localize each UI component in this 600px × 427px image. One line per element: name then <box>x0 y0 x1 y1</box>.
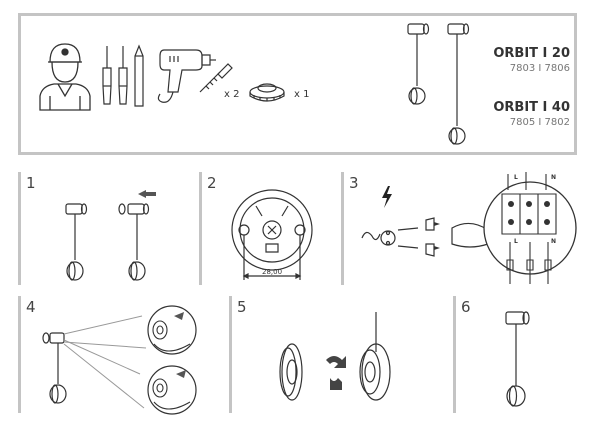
arrow-left-icon <box>138 190 156 198</box>
step-3-illustration <box>360 200 500 270</box>
step-number: 1 <box>26 174 36 192</box>
ceiling-rose-icon <box>248 80 286 104</box>
step-number: 2 <box>207 174 217 192</box>
orbit-20-lamp-icon <box>404 22 440 104</box>
terminal-label: N <box>551 238 557 245</box>
rotate-arrow-icon <box>326 356 346 390</box>
terminal-block-detail <box>482 168 578 296</box>
step-divider <box>229 296 232 413</box>
step-number: 5 <box>237 298 247 316</box>
step-number: 3 <box>349 174 359 192</box>
screwdriver-icon <box>116 46 130 108</box>
wall-plug-quantity: x 2 <box>224 89 240 100</box>
model-name: ORBIT I 40 <box>493 100 570 115</box>
tools-and-models-panel <box>18 13 577 155</box>
wall-plug-icon <box>198 62 234 94</box>
step-divider <box>199 172 202 285</box>
step-divider <box>18 172 21 285</box>
model-codes: 7805 I 7802 <box>509 117 570 128</box>
step-6-illustration <box>496 306 546 412</box>
pencil-icon <box>134 46 144 108</box>
rotate-arrow-icon <box>174 312 186 378</box>
mounting-hole-distance: 28,00 <box>262 268 283 276</box>
step-divider <box>341 172 344 285</box>
lightning-icon <box>382 186 392 208</box>
model-orbit-40: ORBIT I 40 7805 I 7802 <box>493 100 570 128</box>
step-4-illustration <box>34 304 224 416</box>
screwdriver-icon <box>100 46 114 108</box>
terminal-label: L <box>514 174 518 181</box>
model-name: ORBIT I 20 <box>493 46 570 61</box>
step-2-illustration <box>226 188 330 288</box>
ceiling-rose-quantity: x 1 <box>294 89 310 100</box>
step-divider <box>18 296 21 413</box>
wall-plug-icon <box>434 222 440 250</box>
step-1-illustration <box>60 190 156 290</box>
step-number: 6 <box>461 298 471 316</box>
step-number: 4 <box>26 298 36 316</box>
drill-icon <box>156 46 216 108</box>
model-codes: 7803 I 7806 <box>509 63 570 74</box>
model-orbit-20: ORBIT I 20 7803 I 7806 <box>493 46 570 74</box>
orbit-40-lamp-icon <box>444 22 480 148</box>
installer-icon <box>38 40 92 112</box>
step-divider <box>453 296 456 413</box>
terminal-label: N <box>551 174 557 181</box>
step-5-illustration <box>272 312 422 412</box>
terminal-label: L <box>514 238 518 245</box>
